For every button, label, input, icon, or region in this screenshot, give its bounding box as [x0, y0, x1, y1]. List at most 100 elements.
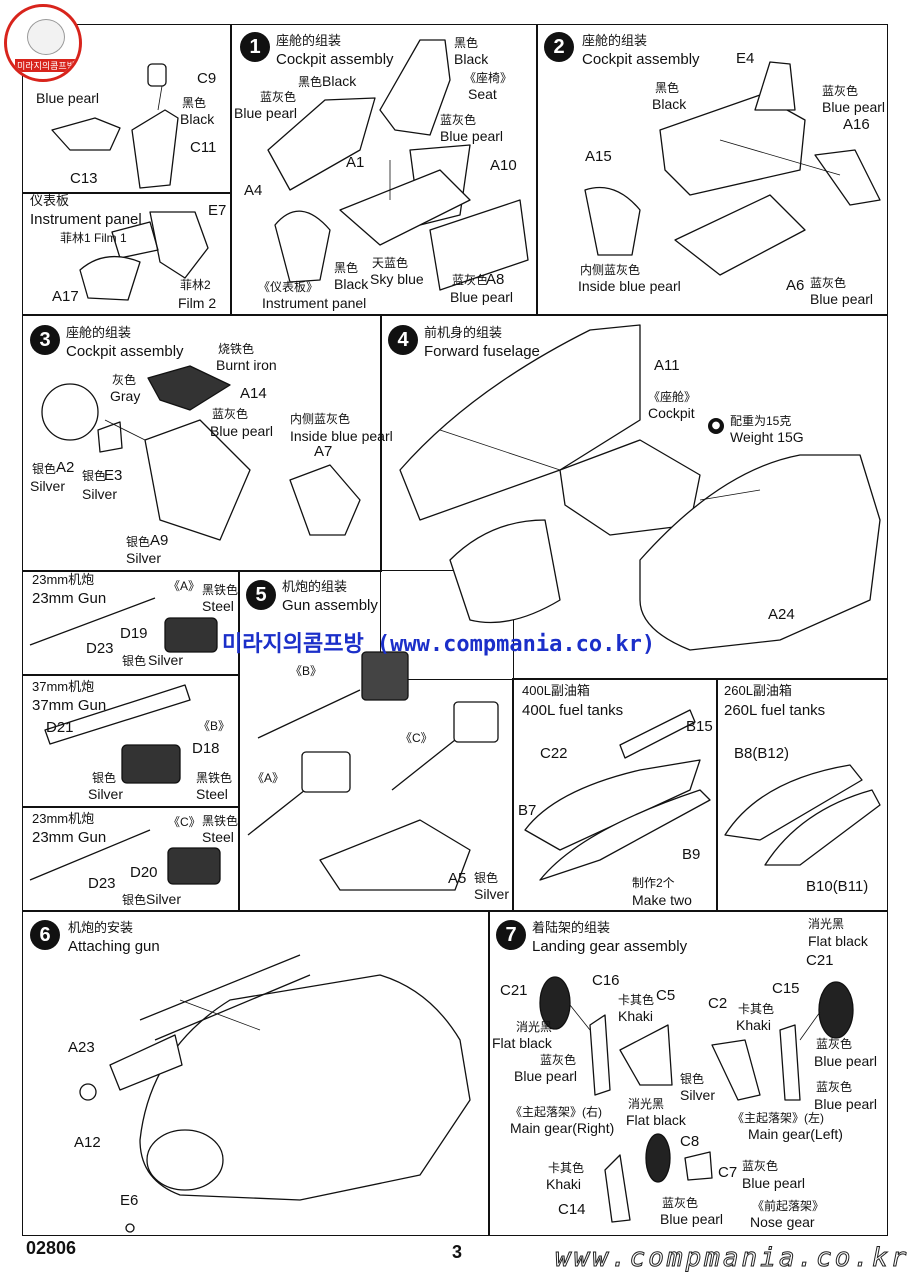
gun-c-title: 23mm Gun — [32, 829, 107, 846]
part-a8 — [429, 199, 529, 291]
tank400-c22: C22 — [540, 745, 568, 762]
step7-cn-bp-c7: 蓝灰色 — [742, 1159, 779, 1173]
gun-a-silver: Silver — [148, 652, 184, 668]
step5-number: 5 — [246, 580, 276, 610]
step3-burnt: Burnt iron — [216, 357, 277, 373]
part-a5 — [319, 819, 471, 891]
panel-step3 — [22, 314, 382, 572]
label-a17: A17 — [52, 288, 79, 305]
step7-main-right-cn: 《主起落架》(右) — [510, 1105, 602, 1119]
strut-c16 — [589, 1014, 611, 1096]
step3-e3: E3 — [104, 467, 123, 484]
step7-cn-bp-left: 蓝灰色 — [540, 1053, 577, 1067]
gun-c-d23: D23 — [88, 875, 116, 892]
tank400-make: Make two — [632, 892, 692, 908]
part-b8 — [724, 764, 863, 841]
panel-gun-a — [22, 570, 240, 676]
step4-title: Forward fuselage — [424, 343, 540, 360]
step1-cn-sky: 天蓝色 — [372, 256, 409, 270]
step5-tag-c: 《C》 — [400, 731, 433, 745]
label-blue-pearl: Blue pearl — [36, 90, 100, 106]
step7-bp-left: Blue pearl — [514, 1068, 578, 1084]
step2-cn-bp: 蓝灰色 — [822, 84, 859, 98]
step5-a5: A5 — [448, 870, 467, 887]
step1-black-top: Black — [454, 51, 489, 67]
gun-b-tag: 《B》 — [198, 719, 231, 733]
part-d20 — [167, 847, 221, 885]
step6-a23: A23 — [68, 1039, 95, 1056]
step1-a8: A8 — [486, 271, 505, 288]
step2-bp-a6: Blue pearl — [810, 291, 874, 307]
part-b10 — [764, 789, 881, 866]
part-a9 — [144, 419, 251, 541]
gun-a-block — [301, 751, 351, 793]
step6-title: Attaching gun — [68, 938, 160, 955]
step2-a6: A6 — [786, 277, 805, 294]
step3-a14: A14 — [240, 385, 267, 402]
step7-c5: C5 — [656, 987, 676, 1004]
step7-cn-bp-right2: 蓝灰色 — [816, 1080, 853, 1094]
panel-step5 — [238, 570, 514, 912]
step4-cockpit: Cockpit — [648, 405, 695, 421]
step7-bp-c7: Blue pearl — [742, 1175, 806, 1191]
step5-tag-a: 《A》 — [252, 771, 285, 785]
label-film2-cn: 菲林2 — [180, 278, 211, 292]
step7-c21-left: C21 — [500, 982, 528, 999]
step7-khaki-left: Khaki — [618, 1008, 654, 1024]
gun-b-cn-steel: 黑铁色 — [196, 771, 233, 785]
part-seat2 — [754, 61, 796, 111]
step7-title: Landing gear assembly — [532, 938, 688, 955]
part-e3 — [97, 421, 123, 453]
step7-cn-khaki-nose: 卡其色 — [548, 1161, 585, 1175]
panel-tank400 — [512, 678, 718, 912]
step1-cn-black-low: 黑色 — [334, 261, 359, 275]
part-a12 — [79, 1083, 97, 1101]
part-a15 — [584, 186, 641, 256]
step2-number: 2 — [544, 32, 574, 62]
tank400-b15: B15 — [686, 718, 713, 735]
tank400-title: 400L fuel tanks — [522, 702, 624, 719]
step3-cn-title: 座舱的组装 — [66, 325, 132, 340]
panel-top-left — [22, 24, 232, 194]
step1-seat-cn: 《座椅》 — [464, 71, 513, 85]
step2-bp: Blue pearl — [822, 99, 886, 115]
part-a14 — [147, 365, 231, 411]
door-c2 — [711, 1039, 761, 1101]
step3-cn-silver-a9: 银色 — [126, 535, 151, 549]
gun-b-title: 37mm Gun — [32, 697, 107, 714]
gun-a-cn-steel: 黑铁色 — [202, 583, 239, 597]
wheel-c21-left — [539, 976, 571, 1030]
step7-flat-right: Flat black — [808, 933, 868, 949]
step1-ip-cn: 《仪表板》 — [258, 280, 319, 294]
panel-step7 — [488, 910, 888, 1236]
gun-c-cn-steel: 黑铁色 — [202, 814, 239, 828]
step4-a11: A11 — [654, 357, 680, 374]
gun-a-steel: Steel — [202, 598, 234, 614]
step7-c7: C7 — [718, 1164, 738, 1181]
tank260-b8: B8(B12) — [734, 745, 790, 762]
step3-gray: Gray — [110, 388, 141, 404]
step4-number: 4 — [388, 325, 418, 355]
step1-bp-left: Blue pearl — [234, 105, 298, 121]
step2-e4: E4 — [736, 50, 755, 67]
step3-bp: Blue pearl — [210, 423, 274, 439]
engine-intake — [146, 1129, 224, 1191]
step7-c16: C16 — [592, 972, 620, 989]
step7-cn-bp-nose: 蓝灰色 — [662, 1196, 699, 1210]
part-a23 — [109, 1034, 183, 1091]
panel-step4 — [380, 314, 888, 680]
step1-a1: A1 — [346, 154, 365, 171]
step7-khaki-right: Khaki — [736, 1017, 772, 1033]
step1-cn-black-panel: 黑色 — [298, 75, 323, 89]
step7-main-right: Main gear(Right) — [510, 1120, 615, 1136]
step7-bp-right: Blue pearl — [814, 1053, 878, 1069]
step6-number: 6 — [30, 920, 60, 950]
step1-sky: Sky blue — [370, 271, 424, 287]
part-c7 — [684, 1151, 713, 1181]
label-c13: C13 — [70, 170, 98, 187]
strut-c14 — [604, 1154, 631, 1223]
gun-c-steel: Steel — [202, 829, 234, 845]
step7-main-left: Main gear(Left) — [748, 1126, 843, 1142]
step2-a15: A15 — [585, 148, 612, 165]
